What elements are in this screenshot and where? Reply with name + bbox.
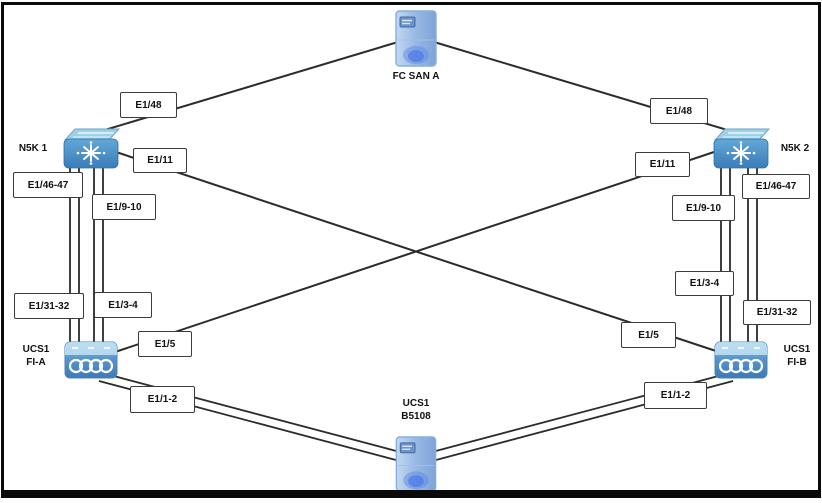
ucs1-fi-a-label-line2: FI-A bbox=[26, 356, 46, 368]
port-label-fib-e1-5: E1/5 bbox=[621, 322, 676, 348]
ucs1-fi-a-label-line1: UCS1 bbox=[22, 344, 50, 355]
port-label-fia-e1-1-2: E1/1-2 bbox=[130, 386, 195, 413]
ucs1-b5108-label: UCS1 B5108 bbox=[385, 398, 447, 423]
ucs1-fi-b-label: UCS1 FI-B bbox=[774, 344, 820, 369]
port-label-n5k1-e1-11: E1/11 bbox=[133, 148, 187, 173]
ucs1-fi-b-node bbox=[714, 338, 768, 380]
port-label-fib-e1-3-4: E1/3-4 bbox=[675, 271, 734, 296]
port-label-n5k1-e1-9-10: E1/9-10 bbox=[92, 194, 156, 220]
ucs1-b5108-label-line2: B5108 bbox=[401, 410, 431, 422]
fc-san-a-label-text: FC SAN A bbox=[392, 71, 440, 82]
fc-san-a-label: FC SAN A bbox=[380, 71, 452, 84]
nexus-switch-icon bbox=[713, 128, 771, 169]
port-label-fib-e1-31-32: E1/31-32 bbox=[743, 300, 811, 325]
n5k-2-label: N5K 2 bbox=[772, 143, 818, 156]
port-label-n5k1-e1-46-47: E1/46-47 bbox=[13, 172, 83, 198]
n5k-1-label-text: N5K 1 bbox=[18, 143, 48, 154]
blade-chassis-icon bbox=[395, 436, 437, 492]
port-label-n5k2-e1-9-10: E1/9-10 bbox=[672, 195, 735, 221]
port-label-n5k2-e1-46-47: E1/46-47 bbox=[742, 174, 810, 199]
n5k-1-label: N5K 1 bbox=[8, 143, 58, 156]
port-label-fib-e1-1-2: E1/1-2 bbox=[644, 382, 707, 409]
port-label-n5k2-e1-48: E1/48 bbox=[650, 98, 708, 124]
fabric-interconnect-icon bbox=[714, 341, 768, 379]
nexus-switch-icon bbox=[63, 128, 121, 169]
n5k-1-node bbox=[62, 126, 121, 170]
fabric-interconnect-icon bbox=[64, 341, 118, 379]
port-label-n5k2-e1-11: E1/11 bbox=[635, 152, 690, 177]
ucs1-fi-b-label-line1: UCS1 bbox=[783, 344, 811, 355]
port-label-fia-e1-3-4: E1/3-4 bbox=[94, 292, 152, 318]
port-label-fia-e1-31-32: E1/31-32 bbox=[14, 293, 84, 319]
fc-san-a-node bbox=[395, 10, 437, 67]
ucs1-b5108-label-line1: UCS1 bbox=[402, 398, 430, 409]
n5k-2-node bbox=[712, 126, 771, 170]
ucs1-fi-a-label: UCS1 FI-A bbox=[12, 344, 60, 369]
port-label-n5k1-e1-48: E1/48 bbox=[120, 92, 177, 118]
link-n5k2-fia bbox=[117, 151, 715, 352]
port-label-fia-e1-5: E1/5 bbox=[138, 331, 192, 357]
ucs1-b5108-node bbox=[395, 436, 437, 492]
ucs1-fi-a-node bbox=[64, 338, 118, 380]
storage-server-icon bbox=[395, 10, 437, 67]
n5k-2-label-text: N5K 2 bbox=[780, 143, 810, 154]
link-fcsan-n5k1 bbox=[97, 41, 399, 133]
ucs1-fi-b-label-line2: FI-B bbox=[787, 356, 807, 368]
